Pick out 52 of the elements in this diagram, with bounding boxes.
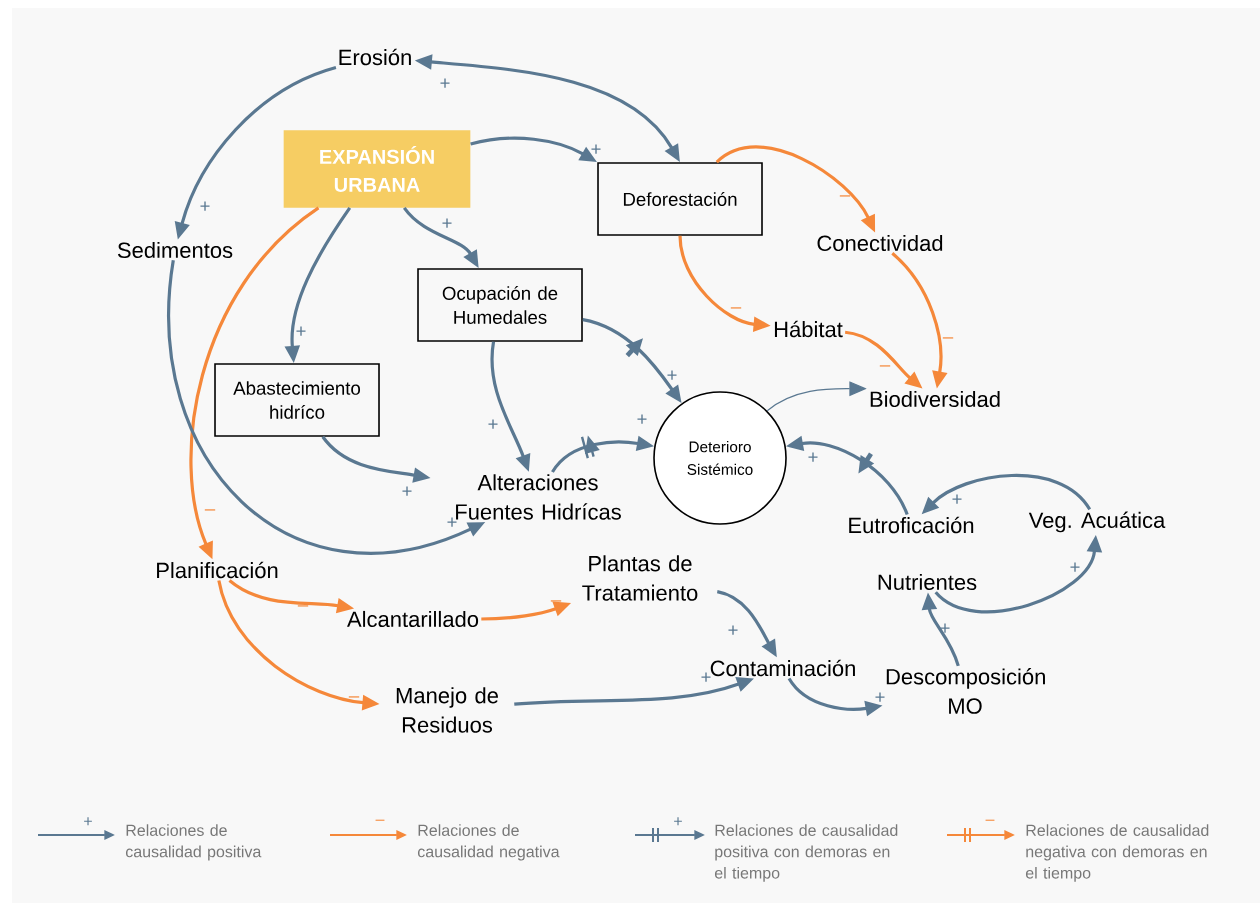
edge-label: – <box>942 337 954 339</box>
legend-sign: – <box>985 819 995 821</box>
edge-label: + <box>667 370 677 380</box>
edge-label: – <box>879 365 891 367</box>
variable-label: Manejo de Residuos <box>396 687 498 733</box>
variable-label: Biodiversidad <box>870 390 1000 408</box>
edge-label: + <box>728 625 738 635</box>
highlight-box: EXPANSIÓN URBANA <box>283 130 471 208</box>
edge-label: + <box>637 414 647 424</box>
edge-label: – <box>204 509 216 511</box>
variable-label: Veg. Acuática <box>1028 511 1166 533</box>
edge-label: + <box>591 144 601 154</box>
edge-label: + <box>200 201 210 211</box>
variable-box: Deforestación <box>597 162 763 236</box>
edge-label: – <box>348 696 360 698</box>
edge-label: – <box>839 195 851 197</box>
edge-label: + <box>447 517 457 527</box>
edge-label: + <box>940 623 950 633</box>
variable-label: Eutroficación <box>849 516 974 534</box>
edge-label: + <box>440 78 450 88</box>
variable-label: Nutrientes <box>878 573 977 591</box>
variable-box: Abastecimiento hidríco <box>214 363 380 437</box>
variable-label: Plantas de Tratamiento <box>582 555 698 601</box>
edge-label: – <box>550 600 562 602</box>
legend-text: Relaciones de causalidad positiva <box>125 824 262 861</box>
variable-label: Alcantarillado <box>347 610 479 628</box>
edge-label: – <box>730 307 742 309</box>
legend-text: Relaciones de causalidad positiva con demoras en el tiempo <box>714 824 898 882</box>
edge-label: + <box>402 486 412 496</box>
edge-label: + <box>875 692 885 702</box>
legend-text: Relaciones de causalidad negativa <box>417 824 560 861</box>
variable-label: Planificación <box>157 561 278 579</box>
edge-label: + <box>488 419 498 429</box>
legend-sign: + <box>674 817 682 826</box>
variable-label: Sedimentos <box>117 241 233 259</box>
edge-label: + <box>701 672 711 682</box>
legend-sign: + <box>84 817 92 826</box>
variable-box: Ocupación de Humedales <box>417 268 583 342</box>
variable-label: Conectividad <box>817 234 943 252</box>
edge-label: + <box>952 494 962 504</box>
legend-sign: – <box>375 819 385 821</box>
edge-label: + <box>442 218 452 228</box>
variable-label: Descomposición MO <box>886 668 1045 714</box>
legend-text: Relaciones de causalidad negativa con demoras en el tiempo <box>1025 824 1209 882</box>
edge-label: + <box>1070 562 1080 572</box>
variable-label: Hábitat <box>774 320 843 338</box>
edge-label: – <box>297 605 309 607</box>
edge-label: + <box>296 326 306 336</box>
edge-label: + <box>808 452 818 462</box>
variable-label: Alteraciones Fuentes Hidrícas <box>456 474 621 520</box>
variable-label: Erosión <box>339 48 411 66</box>
variable-label: Contaminación <box>710 659 855 677</box>
